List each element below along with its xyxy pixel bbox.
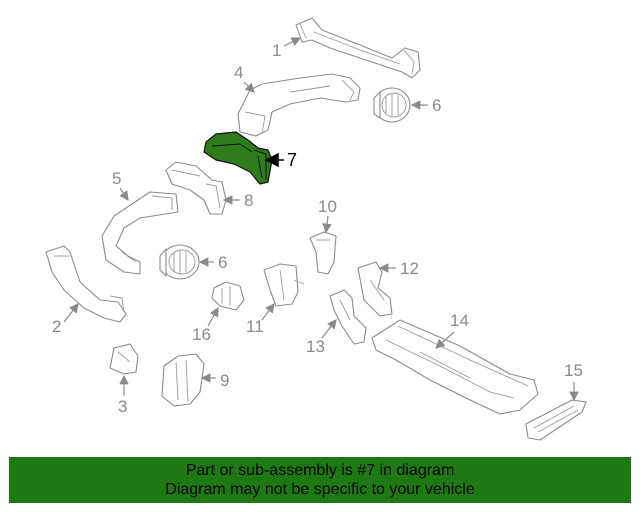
callout-label-4: 4 <box>234 63 243 82</box>
callout-5: 5 <box>112 169 129 201</box>
callout-7: 7 <box>264 150 297 170</box>
callout-label-6-bottom: 6 <box>218 253 227 272</box>
part-5-duct <box>101 191 179 275</box>
part-6-round-vent-top <box>373 87 411 123</box>
callout-label-7: 7 <box>287 150 297 170</box>
part-10-duct <box>309 231 337 275</box>
part-15-vent <box>525 399 587 441</box>
part-12-duct <box>357 261 393 317</box>
callout-15: 15 <box>564 361 583 402</box>
callout-6-bottom: 6 <box>198 253 227 272</box>
callout-3: 3 <box>118 374 129 416</box>
callout-label-10: 10 <box>318 197 337 216</box>
part-16-vent <box>211 281 245 311</box>
callout-11: 11 <box>246 303 275 336</box>
callout-label-11: 11 <box>246 317 264 336</box>
callout-8: 8 <box>222 191 253 210</box>
callout-13: 13 <box>306 319 337 356</box>
callout-label-16: 16 <box>192 325 211 344</box>
callout-label-15: 15 <box>564 361 583 380</box>
banner-line-1: Part or sub-assembly is #7 in diagram <box>185 462 455 479</box>
callout-10: 10 <box>318 197 337 234</box>
callout-label-14: 14 <box>450 311 469 330</box>
part-6-round-vent-bottom <box>159 244 200 280</box>
callout-16: 16 <box>192 306 219 344</box>
callout-label-6-top: 6 <box>432 96 441 115</box>
part-14-console-duct <box>371 319 539 415</box>
callout-label-3: 3 <box>118 397 127 416</box>
part-3-bracket <box>109 343 139 375</box>
info-banner: Part or sub-assembly is #7 in diagram Di… <box>9 457 631 503</box>
callout-2: 2 <box>52 303 79 336</box>
part-8-duct <box>165 161 227 215</box>
part-11-duct <box>263 263 305 307</box>
callout-1: 1 <box>272 37 302 60</box>
callout-12: 12 <box>378 259 419 278</box>
callout-label-5: 5 <box>112 169 121 188</box>
banner-line-2: Diagram may not be specific to your vehi… <box>165 481 475 498</box>
parts-diagram: 1 4 6 7 5 8 10 6 12 2 11 16 <box>45 17 587 441</box>
part-1-duct <box>295 17 421 79</box>
callout-6-top: 6 <box>410 96 441 115</box>
callout-label-12: 12 <box>400 259 419 278</box>
callout-4: 4 <box>234 63 255 93</box>
callout-14: 14 <box>435 311 469 349</box>
callout-label-8: 8 <box>244 191 253 210</box>
part-7-duct-highlighted <box>203 131 273 185</box>
callout-label-2: 2 <box>52 317 61 336</box>
part-9-duct <box>161 353 205 407</box>
part-4-duct <box>237 73 361 137</box>
callout-label-1: 1 <box>272 41 281 60</box>
callout-label-9: 9 <box>220 371 229 390</box>
callout-9: 9 <box>200 371 229 390</box>
part-13-duct <box>329 289 367 345</box>
callout-label-13: 13 <box>306 337 325 356</box>
part-2-duct <box>45 245 127 323</box>
